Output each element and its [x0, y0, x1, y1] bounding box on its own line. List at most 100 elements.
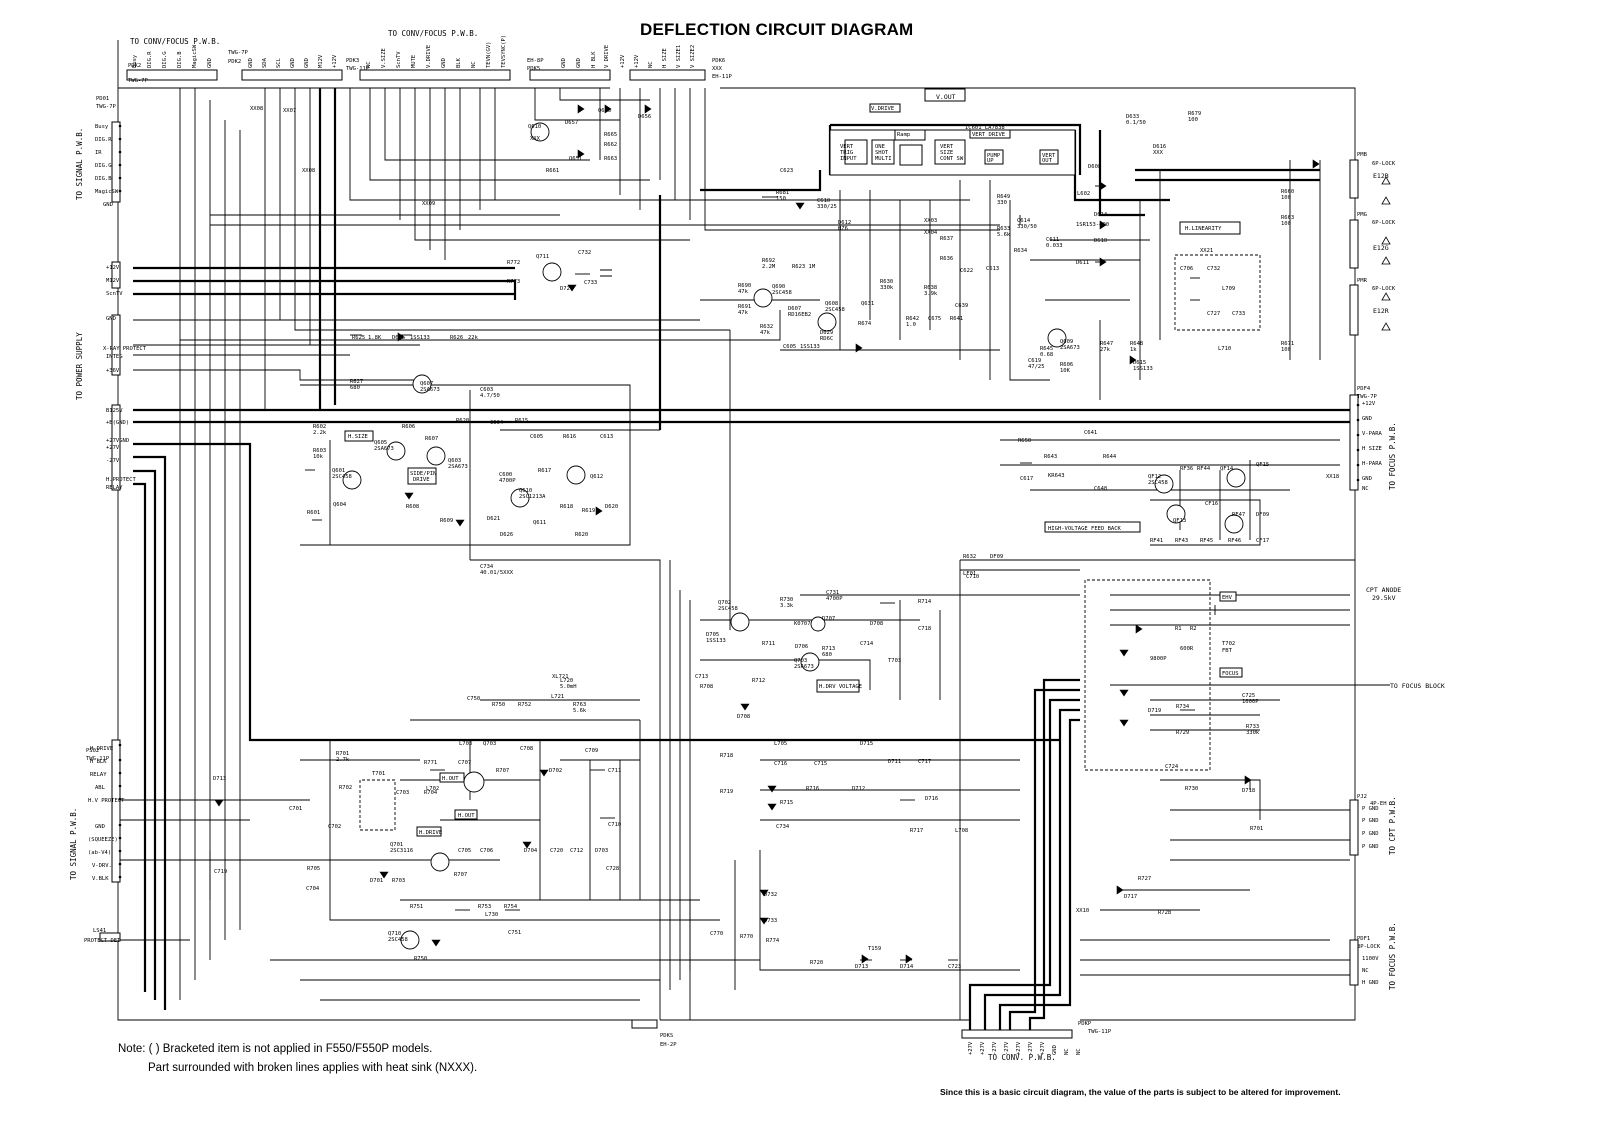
svg-text:DIG.R: DIG.R: [147, 51, 153, 68]
svg-text:2.2k: 2.2k: [313, 430, 327, 436]
svg-text:C613: C613: [986, 266, 999, 272]
svg-text:SIDE/PIN: SIDE/PIN: [410, 471, 437, 477]
svg-text:H SIZE: H SIZE: [1362, 446, 1382, 452]
svg-text:GND: GND: [441, 58, 447, 68]
svg-text:L703: L703: [459, 741, 472, 747]
svg-text:H.V PROTECT: H.V PROTECT: [88, 798, 125, 804]
svg-text:PDK3: PDK3: [346, 58, 359, 64]
svg-text:CPT ANODE: CPT ANODE: [1366, 586, 1401, 594]
svg-text:NC: NC: [1076, 1048, 1082, 1055]
svg-text:TEVN(GV): TEVN(GV): [486, 42, 492, 69]
svg-text:TO CONV. P.W.B.: TO CONV. P.W.B.: [988, 1053, 1056, 1062]
svg-text:+27V: +27V: [106, 445, 120, 451]
svg-text:R602: R602: [313, 424, 326, 430]
svg-text:QF14: QF14: [1220, 466, 1234, 472]
svg-text:RF47: RF47: [1232, 512, 1245, 518]
svg-text:E12R: E12R: [1373, 307, 1389, 315]
svg-text:R633: R633: [997, 226, 1010, 232]
svg-text:PD01: PD01: [96, 96, 109, 102]
svg-text:BLK: BLK: [456, 57, 462, 68]
svg-text:XX21: XX21: [1200, 248, 1213, 254]
svg-text:TO CONV/FOCUS P.W.B.: TO CONV/FOCUS P.W.B.: [388, 29, 478, 38]
svg-text:D610: D610: [1094, 238, 1107, 244]
svg-text:R753: R753: [478, 904, 491, 910]
svg-text:L702: L702: [426, 786, 439, 792]
svg-text:P GND: P GND: [1362, 818, 1379, 824]
svg-text:C711: C711: [608, 768, 621, 774]
svg-text:XX07: XX07: [283, 108, 296, 114]
svg-text:R679: R679: [1188, 111, 1201, 117]
svg-text:R665: R665: [604, 132, 617, 138]
svg-text:D705: D705: [706, 632, 719, 638]
svg-text:PS02: PS02: [86, 748, 99, 754]
svg-text:L721: L721: [551, 694, 564, 700]
svg-text:D614: D614: [1094, 212, 1108, 218]
svg-text:C611: C611: [1046, 237, 1059, 243]
svg-text:R630: R630: [880, 279, 893, 285]
svg-text:IR: IR: [95, 150, 102, 156]
svg-text:ABL: ABL: [95, 785, 106, 791]
svg-text:T159: T159: [868, 946, 881, 952]
svg-text:NC: NC: [471, 61, 477, 68]
svg-text:TO FOCUS BLOCK: TO FOCUS BLOCK: [1390, 682, 1445, 690]
svg-text:100: 100: [1188, 117, 1198, 123]
svg-text:C706: C706: [1180, 266, 1193, 272]
svg-text:R606: R606: [1060, 362, 1073, 368]
svg-text:H DRIVE: H DRIVE: [90, 746, 113, 752]
svg-text:C716: C716: [774, 761, 787, 767]
svg-text:1SS133: 1SS133: [706, 638, 726, 644]
svg-text:C751: C751: [508, 930, 521, 936]
svg-text:GND: GND: [95, 824, 105, 830]
svg-text:R691: R691: [738, 304, 751, 310]
svg-text:FOCUS: FOCUS: [1222, 671, 1239, 677]
svg-text:2.7k: 2.7k: [336, 757, 350, 763]
svg-text:C734: C734: [480, 564, 494, 570]
footnote-disclaimer: Since this is a basic circuit diagram, t…: [940, 1087, 1341, 1097]
svg-text:1SR153-400: 1SR153-400: [1076, 222, 1109, 228]
svg-text:-27V: -27V: [1004, 1041, 1010, 1055]
svg-text:+12V: +12V: [620, 54, 626, 68]
svg-text:D714: D714: [900, 964, 914, 970]
svg-text:R704: R704: [424, 790, 438, 796]
svg-text:330/25: 330/25: [817, 204, 837, 210]
svg-text:2SC1213A: 2SC1213A: [519, 494, 546, 500]
svg-text:GND: GND: [1362, 416, 1372, 422]
svg-text:R703: R703: [392, 878, 405, 884]
svg-text:PDKS: PDKS: [660, 1033, 673, 1039]
svg-text:PMG: PMG: [1357, 212, 1367, 218]
svg-text:RF44: RF44: [1197, 466, 1211, 472]
svg-text:2SC458: 2SC458: [332, 474, 352, 480]
svg-text:Q701: Q701: [390, 842, 403, 848]
svg-text:R619: R619: [582, 508, 595, 514]
svg-text:D732: D732: [764, 892, 777, 898]
svg-text:H.LINEARITY: H.LINEARITY: [1185, 226, 1222, 232]
svg-text:GND: GND: [248, 58, 254, 68]
svg-text:2SA673: 2SA673: [794, 664, 814, 670]
svg-text:R644: R644: [1103, 454, 1117, 460]
svg-text:CF17: CF17: [1256, 538, 1269, 544]
svg-text:C622: C622: [960, 268, 973, 274]
svg-text:M12V: M12V: [318, 54, 324, 68]
svg-text:R716: R716: [806, 786, 819, 792]
svg-text:D608: D608: [1088, 164, 1101, 170]
svg-text:EHV: EHV: [1222, 595, 1233, 601]
svg-text:XX03: XX03: [924, 218, 937, 224]
svg-text:L720: L720: [560, 678, 573, 684]
svg-text:6P-LOCK: 6P-LOCK: [1372, 220, 1396, 226]
svg-text:2SC3116: 2SC3116: [390, 848, 413, 854]
svg-text:R647: R647: [1100, 341, 1113, 347]
svg-text:T703: T703: [888, 658, 901, 664]
svg-text:R730: R730: [1185, 786, 1198, 792]
svg-text:R663: R663: [1281, 215, 1294, 221]
svg-text:XX08: XX08: [302, 168, 315, 174]
svg-text:NC: NC: [648, 61, 654, 68]
svg-text:PDK6: PDK6: [712, 58, 725, 64]
svg-text:V.SIZE: V.SIZE: [381, 48, 387, 68]
svg-text:D708: D708: [870, 621, 883, 627]
note-bracketed: Note: ( ) Bracketed item is not applied …: [118, 1043, 433, 1055]
svg-text:3P-LOCK: 3P-LOCK: [1357, 944, 1381, 950]
svg-text:RD6C: RD6C: [820, 336, 833, 342]
svg-text:TO FOCUS P.W.B.: TO FOCUS P.W.B.: [1388, 922, 1397, 990]
svg-text:R707: R707: [496, 768, 509, 774]
